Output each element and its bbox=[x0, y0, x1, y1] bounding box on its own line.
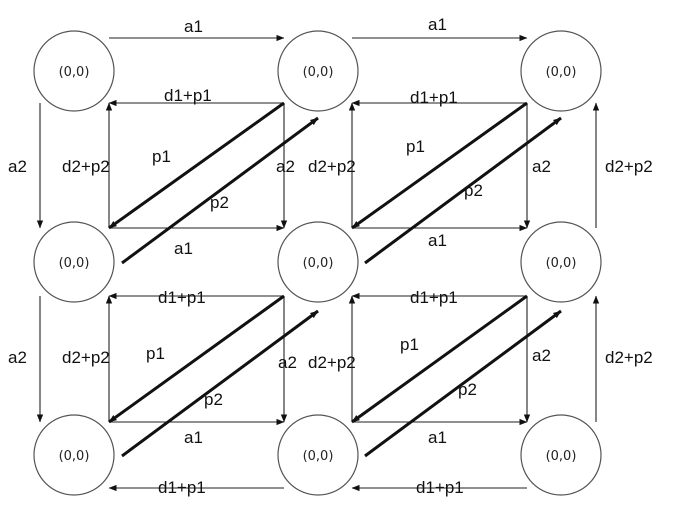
label-d2p2-c2-bot: d2+p2 bbox=[605, 348, 653, 367]
node-r0c0: (0,0) bbox=[33, 30, 115, 112]
label-a1-r0-left: a1 bbox=[184, 17, 203, 36]
node-r1c1: (0,0) bbox=[277, 221, 359, 303]
label-p2-bl: p2 bbox=[204, 390, 223, 409]
label-a2-c1-top: a2 bbox=[276, 157, 295, 176]
edge-p1-tr bbox=[351, 101, 528, 230]
label-a2-c2-top: a2 bbox=[532, 157, 551, 176]
node-label: (0,0) bbox=[546, 65, 577, 80]
label-d2p2-c0-bot: d2+p2 bbox=[62, 348, 110, 367]
node-label: (0,0) bbox=[303, 256, 334, 271]
label-d1p1-r0-left: d1+p1 bbox=[164, 86, 212, 105]
label-a1-r1-left: a1 bbox=[174, 239, 193, 258]
label-d1p1-r2-right: d1+p1 bbox=[416, 478, 464, 497]
node-label: (0,0) bbox=[59, 65, 90, 80]
label-d2p2-c1-bot: d2+p2 bbox=[308, 353, 356, 372]
node-r0c2: (0,0) bbox=[520, 30, 602, 112]
label-a2-c0-top: a2 bbox=[8, 157, 27, 176]
edge-p2-tl bbox=[121, 116, 319, 265]
label-d1p1-r2-left: d1+p1 bbox=[158, 478, 206, 497]
node-r0c1: (0,0) bbox=[277, 30, 359, 112]
label-d1p1-r1-left: d1+p1 bbox=[158, 288, 206, 307]
label-a2-c1-bot: a2 bbox=[278, 353, 297, 372]
node-label: (0,0) bbox=[303, 449, 334, 464]
node-label: (0,0) bbox=[546, 449, 577, 464]
edge-p1-tl bbox=[108, 101, 285, 230]
edge-p2-tr bbox=[364, 116, 562, 265]
label-a1-r2-right: a1 bbox=[428, 428, 447, 447]
node-label: (0,0) bbox=[303, 65, 334, 80]
label-d2p2-c0-top: d2+p2 bbox=[62, 157, 110, 176]
label-d1p1-r1-right: d1+p1 bbox=[410, 288, 458, 307]
label-a2-c2-bot: a2 bbox=[532, 346, 551, 365]
label-p2-tl: p2 bbox=[210, 193, 229, 212]
label-p1-tl: p1 bbox=[152, 147, 171, 166]
label-p2-br: p2 bbox=[458, 380, 477, 399]
label-d2p2-c2-top: d2+p2 bbox=[605, 157, 653, 176]
node-r2c0: (0,0) bbox=[33, 414, 115, 496]
label-p1-br: p1 bbox=[400, 335, 419, 354]
label-p1-bl: p1 bbox=[146, 344, 165, 363]
node-r2c1: (0,0) bbox=[277, 414, 359, 496]
label-d2p2-c1-top: d2+p2 bbox=[308, 157, 356, 176]
label-a1-r0-right: a1 bbox=[428, 15, 447, 34]
label-p2-tr: p2 bbox=[464, 181, 483, 200]
label-a1-r2-left: a1 bbox=[184, 428, 203, 447]
label-p1-tr: p1 bbox=[406, 137, 425, 156]
node-r1c2: (0,0) bbox=[520, 221, 602, 303]
label-a1-r1-right: a1 bbox=[428, 231, 447, 250]
edge-p1-bl bbox=[108, 294, 285, 424]
node-label: (0,0) bbox=[59, 449, 90, 464]
node-r2c2: (0,0) bbox=[520, 414, 602, 496]
label-d1p1-r0-right: d1+p1 bbox=[410, 88, 458, 107]
node-r1c0: (0,0) bbox=[33, 221, 115, 303]
label-a2-c0-bot: a2 bbox=[8, 348, 27, 367]
edge-p1-br bbox=[351, 294, 528, 424]
node-label: (0,0) bbox=[59, 256, 90, 271]
node-label: (0,0) bbox=[546, 256, 577, 271]
edge-p2-bl bbox=[121, 309, 319, 458]
edge-p2-br bbox=[364, 309, 562, 458]
